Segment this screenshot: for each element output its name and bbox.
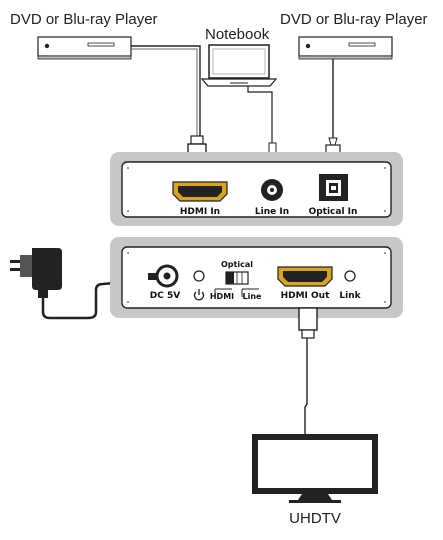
line-in-label: Line In [255, 207, 289, 217]
power-led [193, 270, 205, 282]
power-icon [193, 289, 205, 301]
hdmi-in-port [172, 181, 228, 202]
optical-in-label: Optical In [309, 207, 358, 217]
power-adapter-icon [10, 248, 62, 298]
hdmi-cable-out [298, 307, 318, 434]
output-panel: DC 5V Optical HDMI Line HDMI Out [110, 237, 403, 318]
left-player-label: DVD or Blu-ray Player [10, 11, 158, 28]
input-panel: HDMI In Line In Optical In [110, 152, 403, 226]
switch-optical-label: Optical [221, 260, 253, 269]
hdmi-in-label: HDMI In [180, 207, 220, 217]
left-player-icon [37, 36, 132, 60]
tv-label: UHDTV [289, 510, 341, 527]
line-in-jack [261, 179, 283, 201]
right-player-icon [298, 36, 393, 60]
power-cable [41, 278, 149, 320]
switch-hdmi-label: HDMI [210, 292, 234, 301]
right-player-label: DVD or Blu-ray Player [280, 11, 428, 28]
dc-jack [148, 264, 179, 288]
dc-label: DC 5V [150, 291, 180, 301]
hdmi-out-port [277, 266, 333, 287]
notebook-label: Notebook [205, 26, 270, 43]
switch-line-label: Line [243, 292, 263, 301]
audio-source-switch [214, 271, 259, 297]
link-led [344, 270, 356, 282]
notebook-icon [200, 44, 278, 87]
tv-icon [252, 434, 378, 503]
hdmi-out-label: HDMI Out [281, 291, 330, 301]
optical-in-port [319, 174, 348, 201]
link-label: Link [339, 291, 361, 301]
